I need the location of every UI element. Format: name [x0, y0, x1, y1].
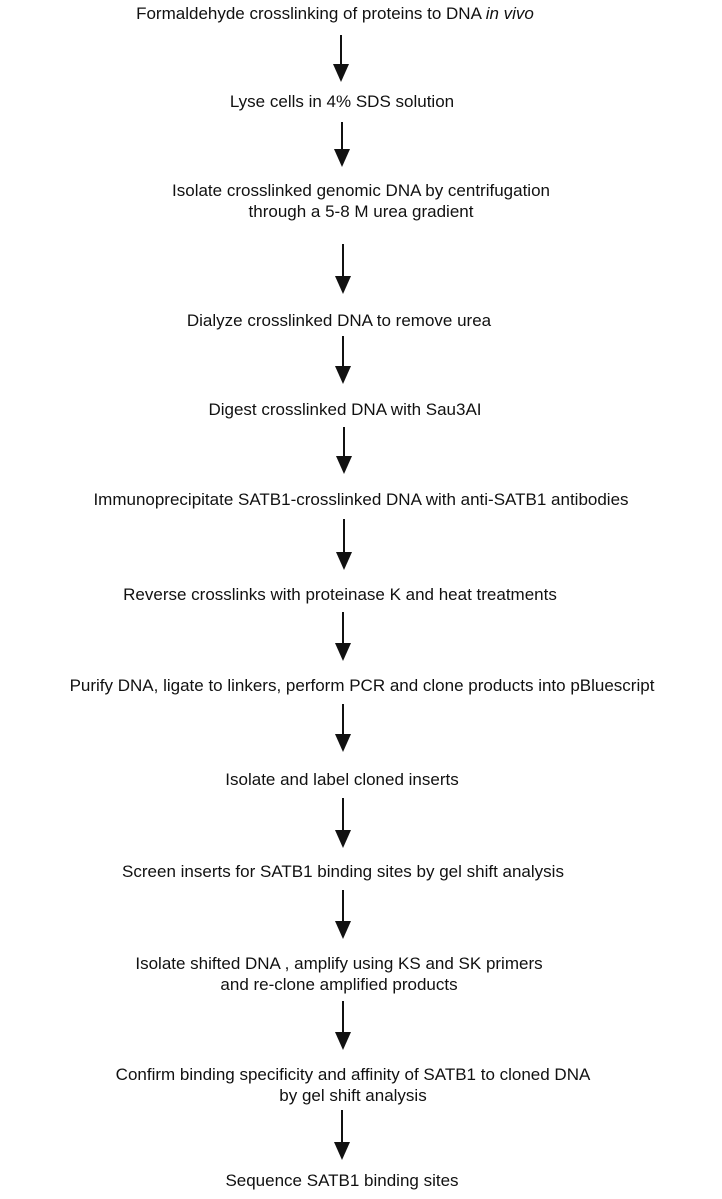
step-text-line: Isolate crosslinked genomic DNA by centr… — [0, 180, 722, 201]
down-arrow-icon — [335, 244, 351, 294]
down-arrow-icon — [335, 612, 351, 661]
arrow-shaft — [342, 612, 344, 645]
step-text: and re-clone amplified products — [220, 975, 458, 994]
arrow-head — [334, 149, 350, 167]
arrow-shaft — [343, 519, 345, 554]
down-arrow-icon — [335, 1001, 351, 1050]
flow-step-4: Dialyze crosslinked DNA to remove urea — [0, 310, 700, 331]
step-text: Isolate shifted DNA , amplify using KS a… — [135, 954, 543, 973]
arrow-shaft — [342, 704, 344, 736]
step-text-line: Digest crosslinked DNA with Sau3AI — [0, 399, 706, 420]
arrow-head — [335, 643, 351, 661]
step-text-line: Screen inserts for SATB1 binding sites b… — [0, 861, 704, 882]
arrow-head — [335, 1032, 351, 1050]
flow-step-6: Immunoprecipitate SATB1-crosslinked DNA … — [0, 489, 722, 510]
flow-step-13: Sequence SATB1 binding sites — [0, 1170, 703, 1191]
step-text-italic: in vivo — [485, 4, 534, 23]
arrow-head — [335, 276, 351, 294]
arrow-shaft — [342, 244, 344, 278]
step-text-line: Purify DNA, ligate to linkers, perform P… — [1, 675, 722, 696]
arrow-head — [335, 734, 351, 752]
flow-step-3: Isolate crosslinked genomic DNA by centr… — [0, 180, 722, 222]
arrow-shaft — [341, 122, 343, 151]
step-text: through a 5-8 M urea gradient — [248, 202, 474, 221]
step-text-line: Isolate shifted DNA , amplify using KS a… — [0, 953, 700, 974]
down-arrow-icon — [335, 798, 351, 848]
arrow-shaft — [343, 427, 345, 458]
down-arrow-icon — [336, 427, 352, 474]
step-text-line: through a 5-8 M urea gradient — [0, 201, 722, 222]
down-arrow-icon — [335, 890, 351, 939]
arrow-shaft — [342, 890, 344, 923]
step-text: Immunoprecipitate SATB1-crosslinked DNA … — [93, 490, 629, 509]
step-text: Isolate crosslinked genomic DNA by centr… — [172, 181, 550, 200]
step-text: Formaldehyde crosslinking of proteins to… — [136, 4, 486, 23]
flow-step-10: Screen inserts for SATB1 binding sites b… — [0, 861, 704, 882]
arrow-head — [335, 830, 351, 848]
step-text: Confirm binding specificity and affinity… — [115, 1065, 591, 1084]
flow-step-11: Isolate shifted DNA , amplify using KS a… — [0, 953, 700, 995]
flow-step-8: Purify DNA, ligate to linkers, perform P… — [1, 675, 722, 696]
arrow-head — [335, 921, 351, 939]
arrow-shaft — [342, 1001, 344, 1034]
arrow-shaft — [341, 1110, 343, 1144]
down-arrow-icon — [335, 704, 351, 752]
flow-step-2: Lyse cells in 4% SDS solution — [0, 91, 703, 112]
step-text-line: Reverse crosslinks with proteinase K and… — [0, 584, 701, 605]
step-text-line: Confirm binding specificity and affinity… — [0, 1064, 714, 1085]
step-text-line: Dialyze crosslinked DNA to remove urea — [0, 310, 700, 331]
down-arrow-icon — [334, 1110, 350, 1160]
arrow-head — [336, 552, 352, 570]
flow-step-5: Digest crosslinked DNA with Sau3AI — [0, 399, 706, 420]
step-text: Purify DNA, ligate to linkers, perform P… — [69, 676, 655, 695]
step-text: by gel shift analysis — [279, 1086, 427, 1105]
down-arrow-icon — [333, 35, 349, 82]
step-text-line: and re-clone amplified products — [0, 974, 700, 995]
step-text: Reverse crosslinks with proteinase K and… — [123, 585, 557, 604]
flow-step-1: Formaldehyde crosslinking of proteins to… — [0, 3, 696, 24]
flow-step-12: Confirm binding specificity and affinity… — [0, 1064, 714, 1106]
step-text-line: Lyse cells in 4% SDS solution — [0, 91, 703, 112]
arrow-head — [336, 456, 352, 474]
step-text-line: by gel shift analysis — [0, 1085, 714, 1106]
arrow-shaft — [340, 35, 342, 66]
step-text-line: Sequence SATB1 binding sites — [0, 1170, 703, 1191]
step-text: Isolate and label cloned inserts — [225, 770, 459, 789]
flow-step-7: Reverse crosslinks with proteinase K and… — [0, 584, 701, 605]
step-text-line: Isolate and label cloned inserts — [0, 769, 703, 790]
step-text: Sequence SATB1 binding sites — [225, 1171, 459, 1190]
arrow-shaft — [342, 336, 344, 368]
step-text: Digest crosslinked DNA with Sau3AI — [208, 400, 482, 419]
flow-step-9: Isolate and label cloned inserts — [0, 769, 703, 790]
arrow-shaft — [342, 798, 344, 832]
arrow-head — [333, 64, 349, 82]
arrow-head — [334, 1142, 350, 1160]
step-text: Screen inserts for SATB1 binding sites b… — [122, 862, 564, 881]
down-arrow-icon — [334, 122, 350, 167]
step-text: Lyse cells in 4% SDS solution — [229, 92, 455, 111]
step-text-line: Formaldehyde crosslinking of proteins to… — [0, 3, 696, 24]
step-text-line: Immunoprecipitate SATB1-crosslinked DNA … — [0, 489, 722, 510]
down-arrow-icon — [335, 336, 351, 384]
step-text: Dialyze crosslinked DNA to remove urea — [186, 311, 492, 330]
arrow-head — [335, 366, 351, 384]
down-arrow-icon — [336, 519, 352, 570]
